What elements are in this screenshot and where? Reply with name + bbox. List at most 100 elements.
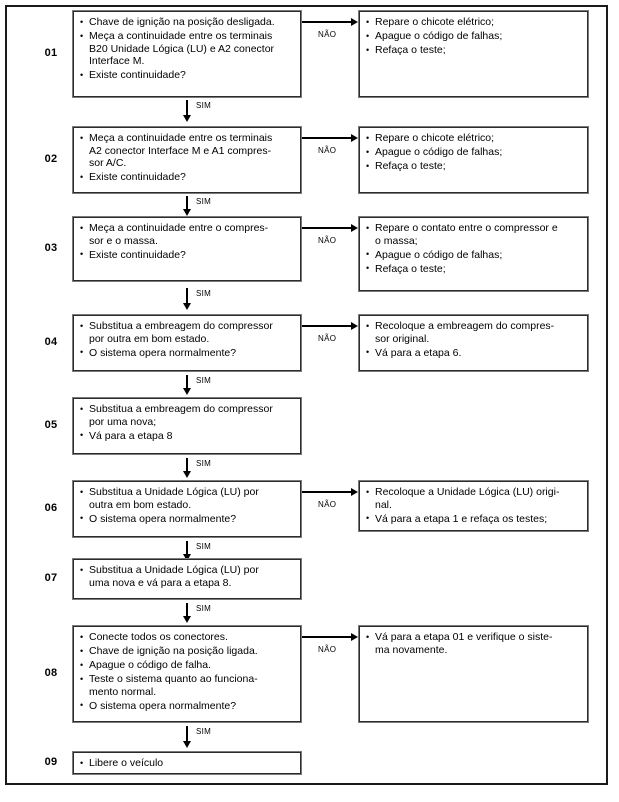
step-08-items: Conecte todos os conectores.Chave de ign… <box>80 631 295 713</box>
bullet-item: Vá para a etapa 6. <box>366 346 582 360</box>
bullet-item: Apague o código de falhas; <box>366 146 582 159</box>
bullet-item: Substitua a embreagem do compressor por … <box>80 319 295 345</box>
no-label-03: NÃO <box>318 236 337 245</box>
arrow-shaft <box>186 726 188 742</box>
bullet-item: O sistema opera normalmente? <box>80 699 295 713</box>
branch-01-items: Repare o chicote elétrico;Apague o códig… <box>366 16 582 57</box>
step-box-06: Substitua a Unidade Lógica (LU) por outr… <box>72 480 302 538</box>
branch-02-items: Repare o chicote elétrico;Apague o códig… <box>366 132 582 173</box>
arrow-head-icon <box>183 115 191 122</box>
arrow-shaft <box>186 375 188 389</box>
no-label-01: NÃO <box>318 30 337 39</box>
step-number-06: 06 <box>44 502 58 514</box>
step-05-items: Substitua a embreagem do compressor por … <box>80 402 295 443</box>
step-number-05: 05 <box>44 419 58 431</box>
bullet-item: Vá para a etapa 1 e refaça os testes; <box>366 512 582 526</box>
arrow-shaft <box>302 137 352 139</box>
yes-label-07: SIM <box>196 604 212 613</box>
no-connector-01: NÃO <box>302 18 358 51</box>
no-connector-04: NÃO <box>302 322 358 355</box>
no-connector-03: NÃO <box>302 224 358 257</box>
step-box-04: Substitua a embreagem do compressor por … <box>72 314 302 372</box>
yes-connector-03: SIM <box>183 288 306 310</box>
yes-label-06: SIM <box>196 542 212 551</box>
arrow-head-icon <box>351 18 358 26</box>
yes-connector-04: SIM <box>183 375 306 395</box>
branch-box-01: Repare o chicote elétrico;Apague o códig… <box>358 10 589 98</box>
bullet-item: Refaça o teste; <box>366 160 582 173</box>
bullet-item: Conecte todos os conectores. <box>80 631 295 644</box>
step-03-items: Meça a continuidade entre o compres- sor… <box>80 221 295 262</box>
arrow-shaft <box>186 458 188 472</box>
bullet-item: Existe continuidade? <box>80 69 295 82</box>
step-number-01: 01 <box>44 47 58 59</box>
step-box-09: Libere o veículo <box>72 751 302 775</box>
branch-box-04: Recoloque a embreagem do compres- sor or… <box>358 314 589 372</box>
yes-connector-06: SIM <box>183 541 306 561</box>
bullet-item: Chave de ignição na posição desligada. <box>80 16 295 29</box>
no-connector-06: NÃO <box>302 488 358 521</box>
bullet-item: Apague o código de falhas; <box>366 248 582 262</box>
bullet-item: Chave de ignição na posição ligada. <box>80 645 295 658</box>
arrow-shaft <box>186 288 188 304</box>
yes-label-08: SIM <box>196 727 212 736</box>
bullet-item: Meça a continuidade entre os terminais A… <box>80 132 295 170</box>
arrow-head-icon <box>183 209 191 216</box>
bullet-item: Meça a continuidade entre os terminais B… <box>80 30 295 68</box>
yes-label-04: SIM <box>196 376 212 385</box>
branch-03-items: Repare o contato entre o compressor e o … <box>366 221 582 276</box>
arrow-shaft <box>302 325 352 327</box>
bullet-item: Repare o contato entre o compressor e o … <box>366 221 582 247</box>
arrow-head-icon <box>351 134 358 142</box>
arrow-head-icon <box>351 322 358 330</box>
bullet-item: Apague o código de falhas; <box>366 30 582 43</box>
step-number-03: 03 <box>44 242 58 254</box>
bullet-item: Recoloque a embreagem do compres- sor or… <box>366 319 582 345</box>
branch-box-06: Recoloque a Unidade Lógica (LU) origi- n… <box>358 480 589 532</box>
bullet-item: Teste o sistema quanto ao funciona- ment… <box>80 673 295 698</box>
arrow-head-icon <box>183 471 191 478</box>
step-box-05: Substitua a embreagem do compressor por … <box>72 397 302 455</box>
branch-06-items: Recoloque a Unidade Lógica (LU) origi- n… <box>366 485 582 526</box>
bullet-item: Existe continuidade? <box>80 248 295 262</box>
step-box-02: Meça a continuidade entre os terminais A… <box>72 126 302 194</box>
arrow-head-icon <box>351 224 358 232</box>
yes-label-02: SIM <box>196 197 212 206</box>
branch-box-08: Vá para a etapa 01 e verifique o siste- … <box>358 625 589 723</box>
bullet-item: Repare o chicote elétrico; <box>366 132 582 145</box>
step-box-01: Chave de ignição na posição desligada.Me… <box>72 10 302 98</box>
yes-connector-08: SIM <box>183 726 306 748</box>
step-09-items: Libere o veículo <box>80 757 295 770</box>
arrow-shaft <box>186 603 188 617</box>
yes-connector-02: SIM <box>183 196 306 216</box>
yes-label-01: SIM <box>196 101 212 110</box>
step-number-04: 04 <box>44 336 58 348</box>
arrow-head-icon <box>183 616 191 623</box>
step-06-items: Substitua a Unidade Lógica (LU) por outr… <box>80 485 295 525</box>
no-label-08: NÃO <box>318 645 337 654</box>
bullet-item: Libere o veículo <box>80 757 295 770</box>
arrow-head-icon <box>183 741 191 748</box>
step-number-08: 08 <box>44 667 58 679</box>
step-number-07: 07 <box>44 572 58 584</box>
bullet-item: Recoloque a Unidade Lógica (LU) origi- n… <box>366 485 582 511</box>
arrow-head-icon <box>183 303 191 310</box>
arrow-shaft <box>186 196 188 210</box>
arrow-head-icon <box>351 633 358 641</box>
bullet-item: O sistema opera normalmente? <box>80 346 295 360</box>
branch-box-02: Repare o chicote elétrico;Apague o códig… <box>358 126 589 194</box>
bullet-item: Apague o código de falha. <box>80 659 295 672</box>
step-02-items: Meça a continuidade entre os terminais A… <box>80 132 295 184</box>
step-07-items: Substitua a Unidade Lógica (LU) por uma … <box>80 563 295 589</box>
step-box-07: Substitua a Unidade Lógica (LU) por uma … <box>72 558 302 600</box>
bullet-item: Refaça o teste; <box>366 44 582 57</box>
branch-04-items: Recoloque a embreagem do compres- sor or… <box>366 319 582 360</box>
bullet-item: Existe continuidade? <box>80 171 295 184</box>
no-label-02: NÃO <box>318 146 337 155</box>
bullet-item: Substitua a Unidade Lógica (LU) por uma … <box>80 563 295 589</box>
yes-connector-01: SIM <box>183 100 306 122</box>
bullet-item: Vá para a etapa 8 <box>80 429 295 443</box>
arrow-shaft <box>186 100 188 116</box>
bullet-item: Refaça o teste; <box>366 262 582 276</box>
arrow-shaft <box>302 636 352 638</box>
